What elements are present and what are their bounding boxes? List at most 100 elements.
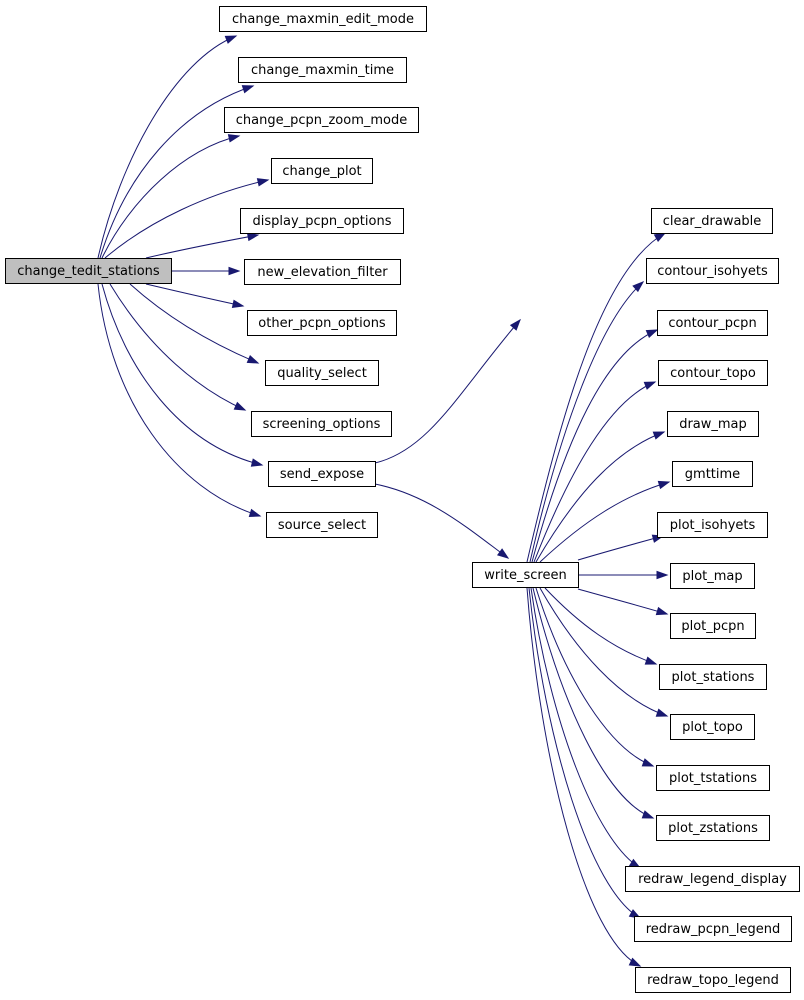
node-box [658, 360, 768, 386]
node-label: gmttime [685, 467, 740, 482]
arrowhead-contour_pcpn [645, 329, 659, 339]
node-contour-topo[interactable]: contour_topo [658, 360, 768, 386]
node-box [656, 815, 770, 841]
edge-change_tedit_stations-to-source_select [97, 283, 261, 517]
node-box [635, 967, 791, 993]
node-label: plot_isohyets [670, 518, 756, 533]
node-label: screening_options [263, 417, 381, 432]
node-label: change_tedit_stations [17, 264, 160, 279]
node-redraw-legend-display[interactable]: redraw_legend_display [625, 866, 800, 892]
node-box [271, 158, 373, 184]
node-screening-options[interactable]: screening_options [251, 411, 392, 437]
node-label: plot_pcpn [681, 619, 744, 634]
arrowhead-plot_map [656, 570, 669, 580]
node-clear-drawable[interactable]: clear_drawable [651, 208, 773, 234]
arrowhead-display_pcpn_options [246, 232, 260, 242]
node-new-elevation-filter[interactable]: new_elevation_filter [244, 259, 401, 285]
node-plot-stations[interactable]: plot_stations [659, 664, 767, 690]
node-redraw-topo-legend[interactable]: redraw_topo_legend [635, 967, 791, 993]
node-box [657, 512, 768, 538]
edge-send_expose-to-write_screen [374, 483, 509, 559]
edge-write_screen-to-contour_topo [533, 381, 656, 563]
arrowhead-quality_select [246, 354, 260, 364]
call-edges [97, 35, 671, 967]
node-plot-pcpn[interactable]: plot_pcpn [670, 613, 756, 639]
node-label: plot_map [682, 569, 742, 584]
edge-change_tedit_stations-to-change_pcpn_zoom_mode [101, 135, 240, 259]
edge-change_tedit_stations-to-send_expose [101, 283, 263, 466]
node-box [224, 107, 419, 133]
edge-change_tedit_stations-to-other_pcpn_options [145, 283, 244, 307]
edge-change_tedit_stations-to-quality_select [129, 283, 259, 364]
node-box [244, 259, 401, 285]
node-label: change_maxmin_edit_mode [232, 12, 414, 27]
arrowhead-plot_topo [655, 708, 669, 717]
node-box [634, 916, 792, 942]
node-label: redraw_pcpn_legend [646, 922, 781, 937]
node-label: write_screen [484, 568, 566, 583]
node-redraw-pcpn-legend[interactable]: redraw_pcpn_legend [634, 916, 792, 942]
edge-write_screen-to-gmttime [539, 481, 670, 563]
edge-write_screen-to-plot_pcpn [577, 588, 668, 615]
edge-write_screen-to-plot_topo [539, 587, 668, 717]
node-change-pcpn-zoom-mode[interactable]: change_pcpn_zoom_mode [224, 107, 419, 133]
node-label: change_plot [282, 164, 361, 179]
edge-write_screen-to-draw_map [535, 431, 665, 563]
node-gmttime[interactable]: gmttime [672, 461, 753, 487]
arrowhead-clear_drawable [653, 232, 667, 242]
node-display-pcpn-options[interactable]: display_pcpn_options [240, 208, 404, 234]
edge-change_tedit_stations-to-display_pcpn_options [145, 234, 259, 259]
node-box [5, 258, 172, 284]
arrowhead-change_maxmin_edit_mode [224, 35, 238, 44]
node-plot-map[interactable]: plot_map [670, 563, 755, 589]
node-label: change_pcpn_zoom_mode [236, 113, 408, 128]
arrowhead-draw_map [652, 431, 666, 440]
node-change-plot[interactable]: change_plot [271, 158, 373, 184]
arrowhead-plot_zstations [641, 810, 655, 819]
node-quality-select[interactable]: quality_select [265, 360, 379, 386]
node-other-pcpn-options[interactable]: other_pcpn_options [247, 310, 397, 336]
edge-write_screen-to-plot_isohyets [577, 535, 664, 561]
node-change-tedit-stations[interactable]: change_tedit_stations [5, 258, 172, 284]
node-plot-isohyets[interactable]: plot_isohyets [657, 512, 768, 538]
arrowhead-source_select [248, 508, 262, 518]
node-contour-isohyets[interactable]: contour_isohyets [646, 258, 779, 284]
node-send-expose[interactable]: send_expose [268, 461, 376, 487]
edge-write_screen-to-redraw_legend_display [530, 587, 641, 869]
node-source-select[interactable]: source_select [266, 512, 378, 538]
node-draw-map[interactable]: draw_map [667, 411, 759, 437]
node-box [646, 258, 779, 284]
node-plot-tstations[interactable]: plot_tstations [656, 765, 770, 791]
edge-write_screen-to-plot_tstations [535, 587, 654, 767]
node-box [472, 562, 579, 588]
node-label: redraw_legend_display [638, 872, 787, 887]
node-change-maxmin-edit-mode[interactable]: change_maxmin_edit_mode [219, 6, 427, 32]
node-plot-zstations[interactable]: plot_zstations [656, 815, 770, 841]
arrowhead-change_pcpn_zoom_mode [227, 134, 241, 143]
arrowhead-gmttime [657, 480, 671, 490]
node-label: plot_stations [672, 670, 755, 685]
node-label: contour_topo [670, 366, 756, 381]
arrowhead-contour_topo [643, 381, 657, 390]
node-box [672, 461, 753, 487]
node-label: redraw_topo_legend [647, 973, 779, 988]
node-change-maxmin-time[interactable]: change_maxmin_time [238, 57, 407, 83]
node-label: new_elevation_filter [257, 265, 388, 280]
edge-send_expose-to-clear_drawable [374, 319, 521, 464]
node-box [247, 310, 397, 336]
arrowhead-contour_isohyets [632, 281, 645, 293]
node-contour-pcpn[interactable]: contour_pcpn [657, 310, 768, 336]
node-box [657, 310, 768, 336]
node-box [251, 411, 392, 437]
edge-write_screen-to-redraw_topo_legend [526, 587, 641, 967]
node-label: clear_drawable [663, 214, 762, 229]
node-label: quality_select [277, 366, 367, 381]
node-plot-topo[interactable]: plot_topo [670, 714, 755, 740]
node-label: draw_map [679, 417, 747, 432]
node-box [219, 6, 427, 32]
node-box [651, 208, 773, 234]
node-label: send_expose [280, 467, 364, 482]
node-write-screen[interactable]: write_screen [472, 562, 579, 588]
arrowhead-redraw_topo_legend [628, 957, 642, 967]
arrowhead-clear_drawable [509, 318, 521, 331]
